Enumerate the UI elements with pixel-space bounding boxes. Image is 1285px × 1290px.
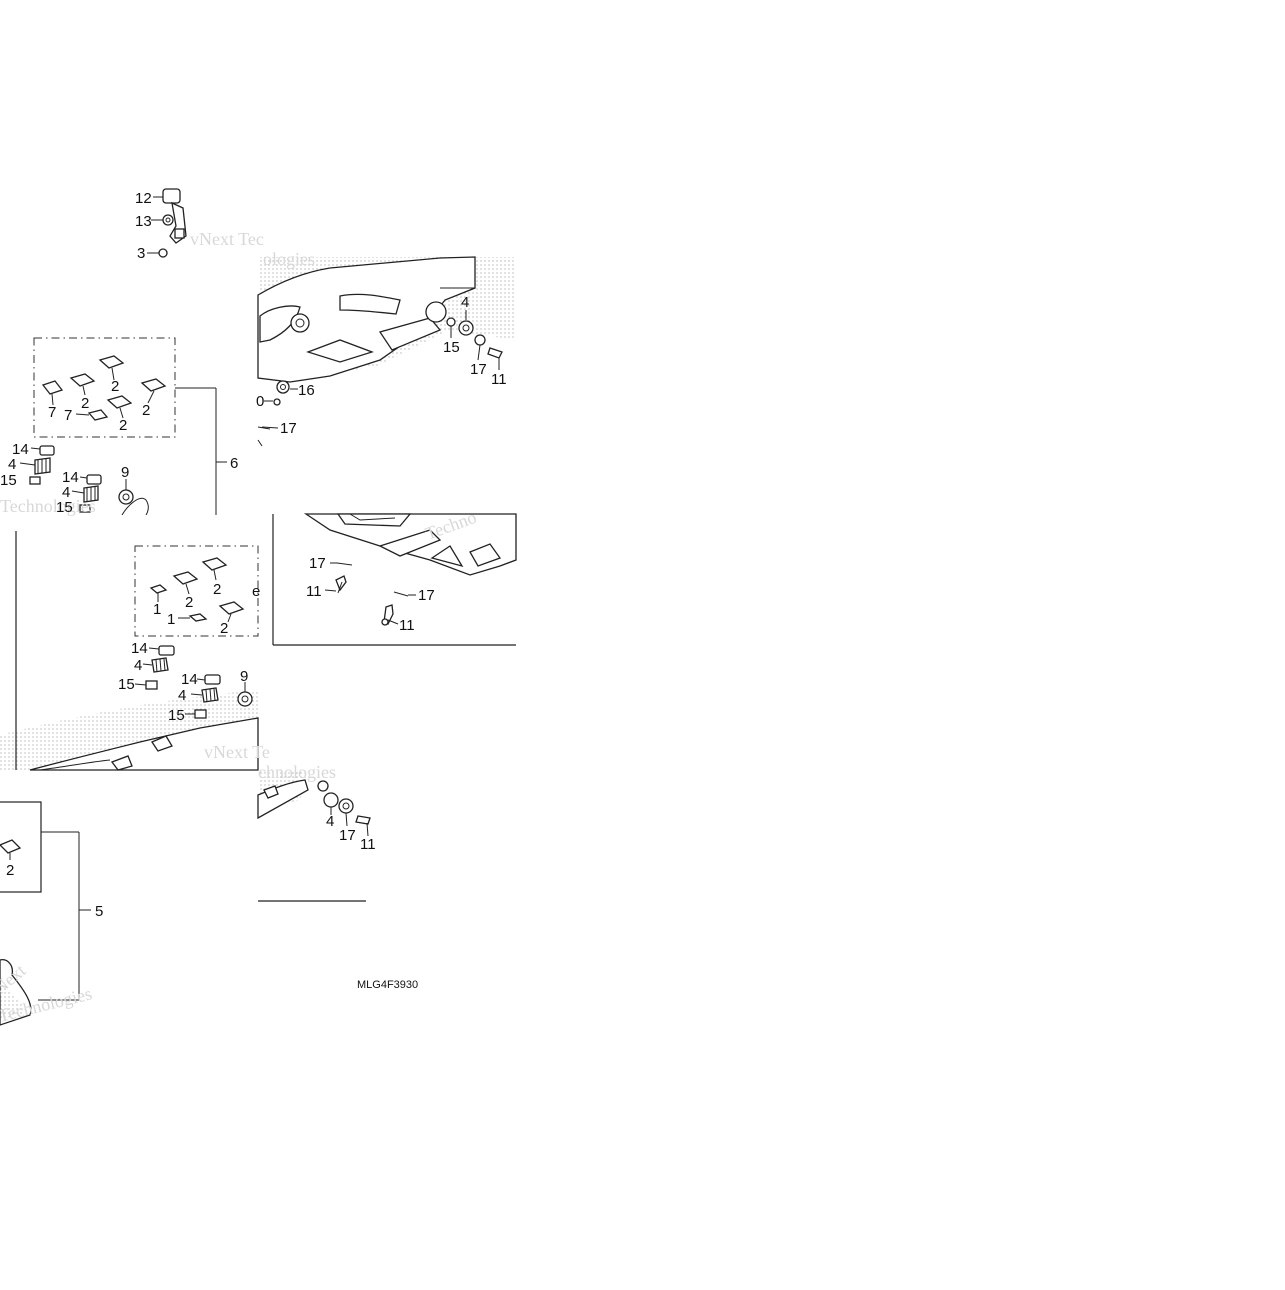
callout-label: 14 [131,640,148,657]
callout-label: 15 [443,339,460,356]
callout-label: 9 [240,668,248,685]
callout-label: 4 [8,456,16,473]
diagram-code: MLG4F3930 [357,979,418,991]
tile-top-left [19,188,227,516]
callout-label: 1 [153,601,161,618]
callout-label: 0 [256,393,264,410]
watermark: Technologies [0,496,96,516]
spring-cluster-1 [19,445,149,516]
callout-label: 11 [360,836,376,853]
callout-label: 7 [64,407,72,424]
callout-label: 16 [298,382,315,399]
callout-label: 4 [461,294,469,311]
callout-label: 2 [142,402,150,419]
watermark: chnologies [258,762,336,782]
callout-label: 4 [134,657,142,674]
callout-label: e [252,583,260,600]
watermark: ologies [263,249,315,269]
callout-label: 15 [168,707,185,724]
callout-label: 17 [470,361,487,378]
callout-label: 3 [137,245,145,262]
callout-label: 17 [280,420,297,437]
callout-label: 2 [213,581,221,598]
tile-middle-left [0,531,259,771]
callout-label: 2 [111,378,119,395]
watermark: vNext Te [204,742,270,762]
callout-label: 11 [491,371,507,388]
callout-label: 11 [306,583,322,600]
callout-label: 6 [230,455,238,472]
kit-box-6 [33,337,227,515]
tile-top-right [257,256,516,514]
bracket-assembly [147,188,187,258]
callout-label: 14 [12,441,29,458]
callout-label: 11 [399,617,415,634]
callout-label: 12 [135,190,152,207]
callout-label: 2 [6,862,14,879]
callout-label: 9 [121,464,129,481]
callout-labels: 12 13 3 2 2 2 2 7 7 6 14 4 15 14 4 15 9 … [0,190,507,991]
callout-label: 15 [56,499,73,516]
watermark: vNext Tec [190,229,264,249]
callout-label: 1 [167,611,175,628]
callout-label: 7 [48,404,56,421]
callout-label: 4 [178,687,186,704]
tile-middle-right [272,513,517,646]
callout-label: 14 [181,671,198,688]
tile-bottom-right [257,770,371,902]
callout-label: 17 [309,555,326,572]
callout-label: 2 [119,417,127,434]
callout-label: 13 [135,213,152,230]
callout-label: 17 [418,587,435,604]
tile-bottom-left [0,801,91,1026]
callout-label: 2 [81,395,89,412]
callout-label: 4 [326,813,334,830]
callout-label: 4 [62,484,70,501]
callout-label: 5 [95,903,103,920]
callout-label: 2 [185,594,193,611]
callout-label: 14 [62,469,79,486]
callout-label: 15 [0,472,17,489]
callout-label: 2 [220,620,228,637]
callout-label: 17 [339,827,356,844]
callout-label: 15 [118,676,135,693]
